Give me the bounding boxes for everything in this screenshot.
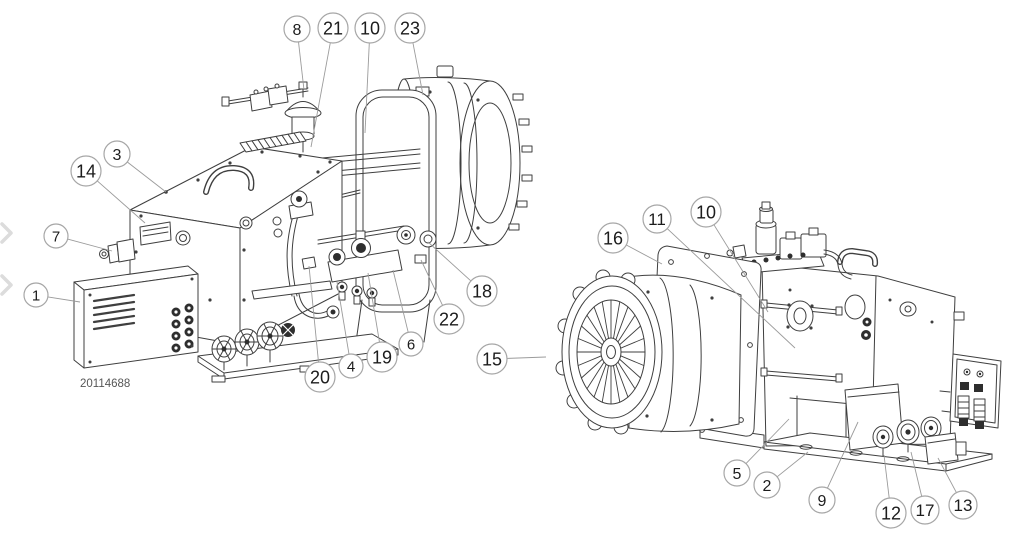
pressure-regulator [249,81,322,153]
callout-balloon-4 [338,353,364,379]
callout-label-17: 17 [916,501,935,520]
leader-line-13 [937,457,957,493]
leader-line-23 [412,42,424,96]
leader-line-4 [336,281,350,355]
callout-label-14: 14 [76,162,96,182]
callout-balloon-11 [642,204,672,234]
callout-label-19: 19 [372,348,392,368]
terminal-fins [239,131,307,153]
callout-balloon-12 [875,497,907,529]
leader-line-20 [308,265,319,363]
callout-label-22: 22 [439,310,459,330]
callout-balloon-22 [433,303,465,335]
leader-line-21 [310,42,331,148]
line-art [73,65,1002,472]
leader-line-10 [364,42,370,134]
handwheel-valves [211,321,295,371]
callout-label-10: 10 [360,19,380,39]
pressure-gauge [419,230,437,248]
leader-line-1 [47,296,81,303]
callout-balloon-7 [43,223,69,249]
callout-balloon-13 [948,490,978,520]
callout-balloon-10 [690,196,722,228]
page-edge-chevrons [0,222,13,296]
burner-body-right [760,248,965,447]
callout-label-2: 2 [763,478,772,495]
callout-label-4: 4 [347,358,355,375]
callout-label-3: 3 [113,147,122,164]
callout-label-10: 10 [696,203,716,223]
leader-line-2 [776,451,809,478]
callout-balloon-21 [317,12,349,44]
callout-balloon-16 [597,222,629,254]
leader-line-19 [367,272,380,343]
callout-balloon-5 [723,459,751,487]
callout-label-1: 1 [32,287,40,304]
leader-line-11 [666,228,796,349]
callout-label-7: 7 [52,228,60,245]
blower-motor [555,269,742,435]
leader-line-6 [392,269,409,333]
callout-label-20: 20 [310,368,330,388]
callout-balloon-10 [354,12,386,44]
callout-label-8: 8 [293,22,302,39]
callout-label-9: 9 [818,493,827,510]
callout-balloon-18 [466,275,498,307]
callout-balloon-6 [398,331,424,357]
fuel-plug [99,238,136,264]
drawing-number: 20114688 [80,378,130,390]
motor-fan [576,299,646,405]
leader-line-12 [883,454,890,499]
callout-label-23: 23 [400,19,420,39]
callout-balloon-9 [808,486,836,514]
support-frame [355,89,437,343]
leader-line-17 [910,451,923,497]
callout-balloon-19 [366,341,398,373]
dial-fittings [872,416,967,465]
callout-balloon-2 [753,471,781,499]
callout-balloon-15 [476,343,508,375]
callout-balloon-23 [394,12,426,44]
callout-label-15: 15 [482,350,502,370]
fuel-pump-group [726,201,853,280]
leader-line-16 [626,244,663,265]
right-assembly-drawing [555,201,1002,472]
leader-line-18 [427,241,472,282]
callout-label-16: 16 [603,229,623,249]
callout-balloon-14 [70,155,102,187]
leader-line-22 [420,259,444,306]
leader-line-5 [745,418,790,464]
leader-line-9 [826,421,859,489]
callout-label-6: 6 [407,336,415,353]
vent-grille [92,293,136,331]
callouts-layer: 8 21 10 23 3 14 7 1 20 4 19 6 22 18 16 11 10 15 5 2 9 12 17 13 [23,12,978,529]
callout-label-21: 21 [323,19,343,39]
leader-line-15 [506,356,547,359]
callout-balloon-17 [910,495,940,525]
electrical-connection-box [939,353,1002,429]
leader-line-8 [298,41,305,91]
callout-balloon-20 [304,361,336,393]
callout-balloon-3 [103,140,131,168]
callout-label-11: 11 [648,210,666,229]
leader-line-3 [127,161,167,193]
flange-port [786,300,814,332]
callout-label-18: 18 [472,282,492,302]
callout-label-13: 13 [954,496,973,515]
left-assembly-drawing [73,65,533,383]
leader-line-7 [67,238,113,252]
leader-line-14 [97,180,146,224]
callout-balloon-1 [23,282,49,308]
callout-label-12: 12 [881,504,901,524]
chevron-right-icon [0,274,13,296]
chevron-right-icon [0,222,13,244]
control-box [73,265,199,369]
gas-valve-train [251,190,437,319]
callout-label-5: 5 [733,466,742,483]
leader-line-10 [713,224,769,313]
callout-balloon-8 [283,15,311,43]
